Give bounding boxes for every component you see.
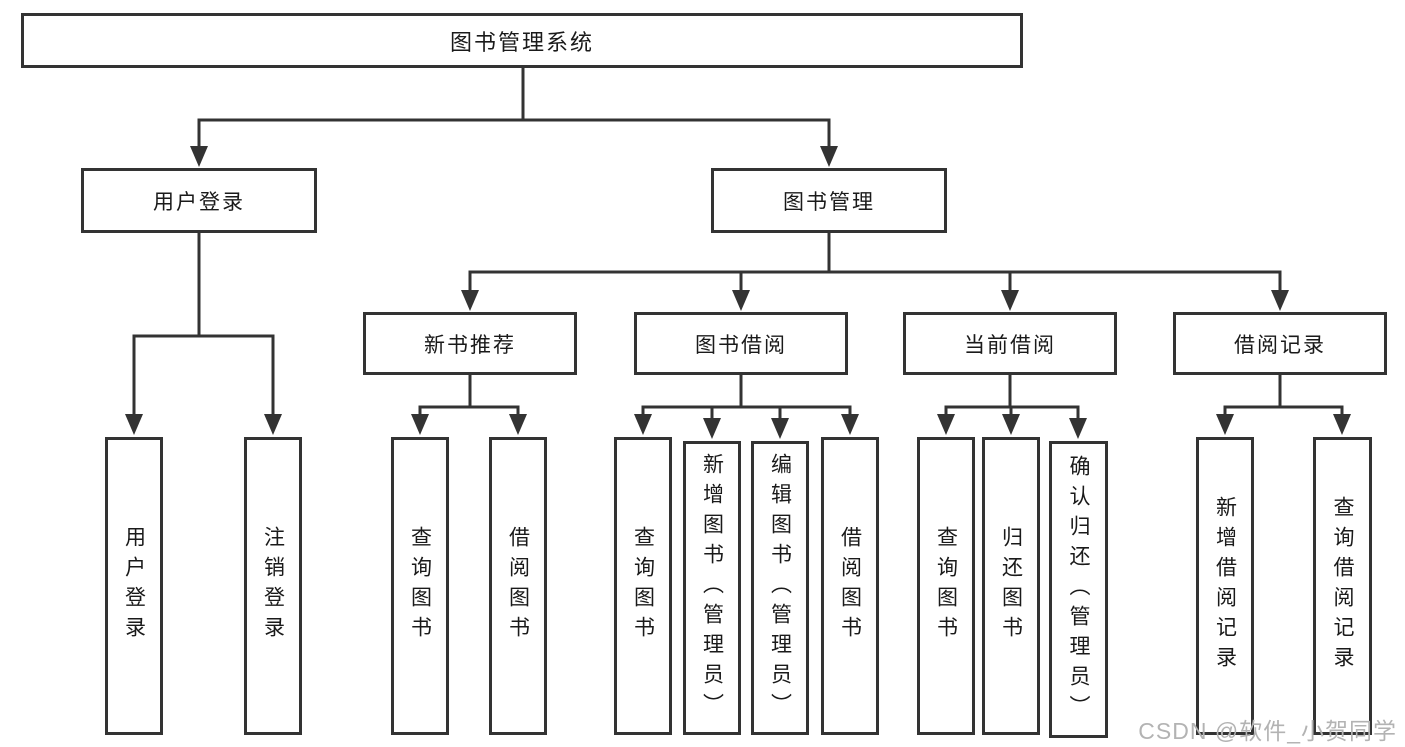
node-user-login: 用户登录: [81, 168, 317, 233]
node-label: 借阅图书: [506, 526, 530, 646]
node-label: 查询图书: [408, 526, 432, 646]
node-label: 新增借阅记录: [1213, 496, 1237, 676]
node-logout: 注销登录: [244, 437, 302, 735]
node-query-books-recommendation: 查询图书: [391, 437, 449, 735]
node-borrow-books: 借阅图书: [821, 437, 879, 735]
csdn-watermark: CSDN @软件_小贺同学: [1138, 718, 1397, 744]
node-current-borrowing: 当前借阅: [903, 312, 1117, 375]
connector-new-book-recommendation-to-children: [411, 373, 527, 435]
node-label: 查询借阅记录: [1331, 496, 1354, 676]
node-label: 用户登录: [153, 190, 245, 214]
node-add-books-admin: 新增图书（管理员）: [683, 441, 741, 735]
node-label: 新增图书（管理员）: [700, 453, 724, 723]
node-label: 图书借阅: [695, 333, 787, 357]
node-query-books-borrowing: 查询图书: [614, 437, 672, 735]
node-edit-books-admin: 编辑图书（管理员）: [751, 441, 809, 735]
node-label: 查询图书: [631, 526, 655, 646]
connector-book-borrowing-to-children: [634, 373, 859, 439]
node-label: 图书管理系统: [449, 29, 594, 55]
node-label: 编辑图书（管理员）: [768, 453, 792, 723]
connector-book-management-to-level3: [461, 231, 1289, 311]
node-add-borrowing-record: 新增借阅记录: [1196, 437, 1254, 735]
connector-borrowing-records-to-children: [1216, 373, 1351, 435]
connector-current-borrowing-to-children: [937, 373, 1087, 439]
node-borrow-books-recommendation: 借阅图书: [489, 437, 547, 735]
node-return-books: 归还图书: [982, 437, 1040, 735]
node-label: 新书推荐: [424, 333, 516, 357]
node-label: 图书管理: [783, 190, 875, 214]
node-book-management: 图书管理: [711, 168, 947, 233]
node-query-borrowing-record: 查询借阅记录: [1313, 437, 1372, 735]
node-label: 注销登录: [261, 526, 285, 646]
node-library-management-system: 图书管理系统: [21, 13, 1023, 68]
node-label: 归还图书: [999, 526, 1023, 646]
node-user-login-leaf: 用户登录: [105, 437, 163, 735]
node-book-borrowing: 图书借阅: [634, 312, 848, 375]
connector-user-login-to-children: [125, 231, 282, 435]
node-label: 借阅记录: [1234, 333, 1326, 357]
node-label: 用户登录: [122, 526, 146, 646]
node-label: 当前借阅: [964, 333, 1056, 357]
connector-root-to-level2: [190, 66, 838, 167]
node-new-book-recommendation: 新书推荐: [363, 312, 577, 375]
node-label: 借阅图书: [838, 526, 862, 646]
node-confirm-return-admin: 确认归还（管理员）: [1049, 441, 1108, 738]
node-borrowing-records: 借阅记录: [1173, 312, 1387, 375]
node-label: 确认归还（管理员）: [1067, 454, 1090, 725]
node-query-books-current: 查询图书: [917, 437, 975, 735]
node-label: 查询图书: [934, 526, 958, 646]
